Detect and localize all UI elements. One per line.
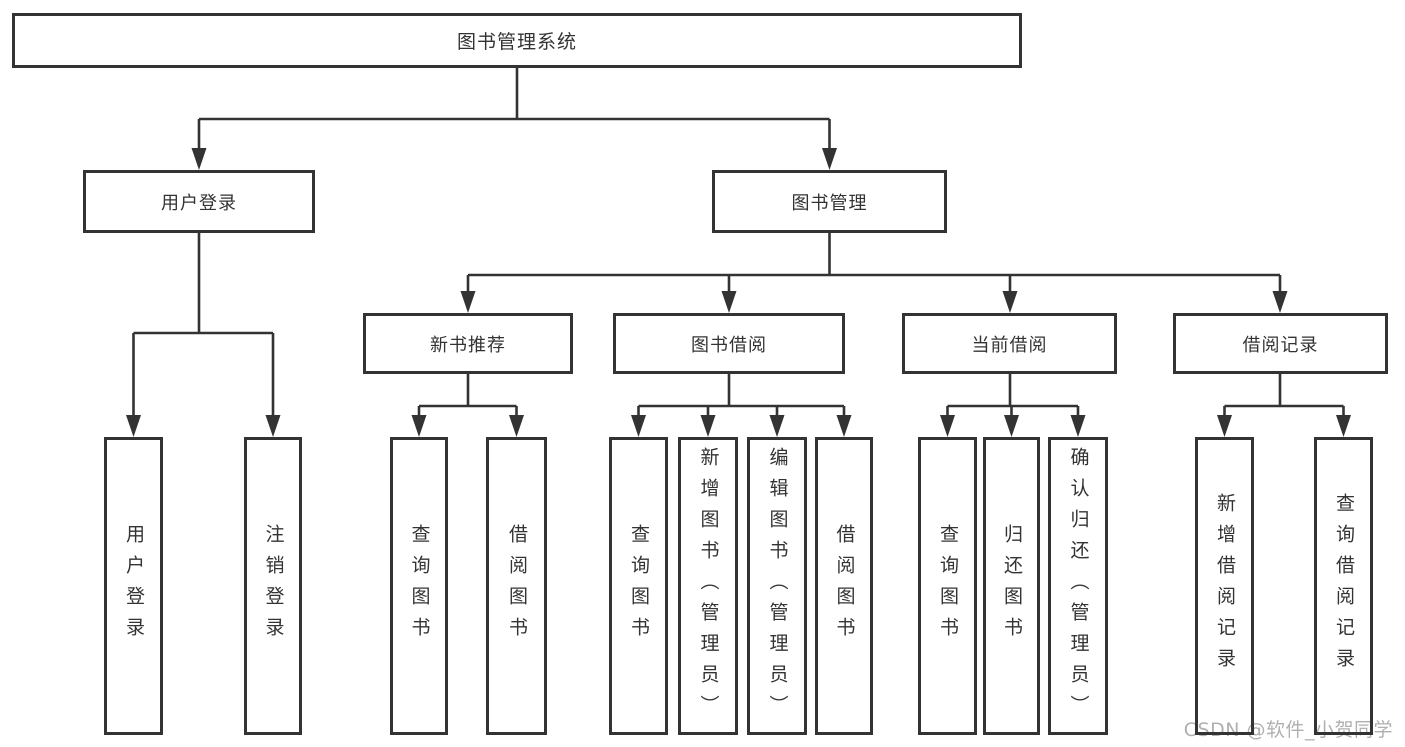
node-new-book-recommend: 新书推荐: [363, 313, 573, 374]
node-label: 查询图书: [408, 524, 431, 648]
node-user-login-leaf: 用户登录: [104, 437, 163, 735]
node-library-management-system: 图书管理系统: [12, 13, 1022, 68]
node-borrowing-records: 借阅记录: [1173, 313, 1388, 374]
node-query-books-current: 查询图书: [918, 437, 977, 735]
node-add-borrow-record: 新增借阅记录: [1195, 437, 1254, 735]
node-label: 图书管理: [791, 192, 868, 214]
node-return-books: 归还图书: [983, 437, 1040, 735]
node-label: 当前借阅: [971, 334, 1048, 356]
node-book-borrowing: 图书借阅: [613, 313, 845, 374]
node-book-management-branch: 图书管理: [712, 170, 947, 233]
node-label: 借阅图书: [833, 524, 856, 648]
node-label: 查询图书: [937, 524, 959, 648]
node-borrow-books-recommend: 借阅图书: [486, 437, 547, 735]
node-edit-book-admin: 编辑图书（管理员）: [747, 437, 807, 735]
node-label: 借阅图书: [506, 524, 528, 648]
node-query-books-borrow: 查询图书: [609, 437, 668, 735]
node-label: 归还图书: [1001, 524, 1023, 648]
node-label: 确认归还（管理员）: [1067, 446, 1090, 726]
node-label: 查询图书: [628, 524, 650, 648]
node-logout: 注销登录: [244, 437, 302, 735]
node-label: 编辑图书（管理员）: [766, 446, 789, 726]
node-label: 用户登录: [161, 192, 237, 214]
node-label: 用户登录: [123, 524, 145, 648]
node-confirm-return-admin: 确认归还（管理员）: [1048, 437, 1108, 735]
node-user-login-branch: 用户登录: [83, 170, 315, 233]
node-label: 注销登录: [262, 524, 285, 648]
node-current-borrowing: 当前借阅: [902, 313, 1117, 374]
node-label: 新增图书（管理员）: [697, 446, 720, 726]
node-query-borrow-record: 查询借阅记录: [1314, 437, 1373, 735]
node-add-book-admin: 新增图书（管理员）: [678, 437, 738, 735]
node-label: 借阅记录: [1242, 334, 1319, 356]
node-query-books-recommend: 查询图书: [390, 437, 448, 735]
node-label: 查询借阅记录: [1333, 493, 1355, 679]
node-label: 图书借阅: [691, 334, 767, 356]
node-label: 图书管理系统: [456, 31, 577, 53]
csdn-watermark: CSDN @软件_小贺同学: [1183, 719, 1393, 741]
node-label: 新增借阅记录: [1214, 493, 1236, 679]
node-borrow-books: 借阅图书: [815, 437, 873, 735]
node-label: 新书推荐: [430, 334, 506, 356]
